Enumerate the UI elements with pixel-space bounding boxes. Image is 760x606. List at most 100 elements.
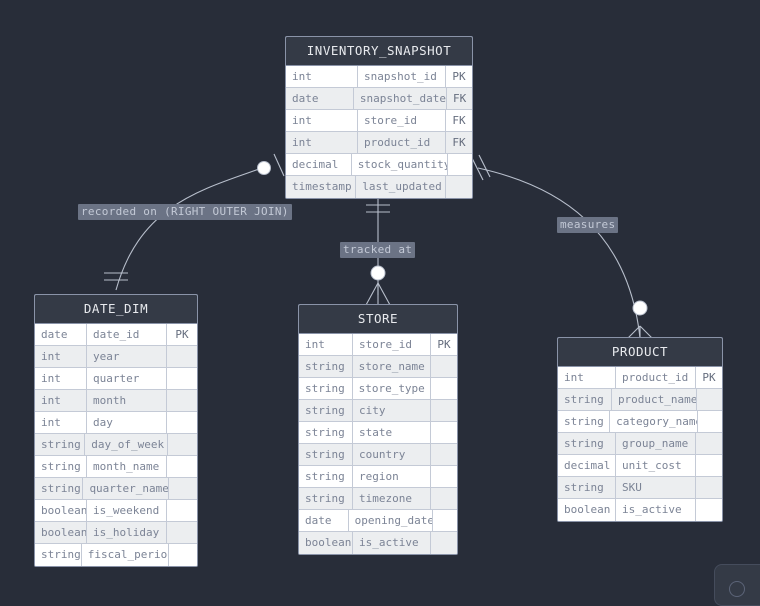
zoom-button-icon[interactable] (729, 581, 745, 597)
table-row[interactable]: int store_id PK (299, 334, 457, 356)
attr-type: int (558, 367, 616, 388)
attr-key (167, 522, 197, 543)
attr-name: region (353, 466, 431, 487)
attr-key (696, 499, 722, 521)
table-row[interactable]: string group_name (558, 433, 722, 455)
attr-key (431, 488, 457, 509)
table-row[interactable]: string category_name (558, 411, 722, 433)
attr-type: decimal (286, 154, 352, 175)
attr-key (431, 532, 457, 554)
table-row[interactable]: int year (35, 346, 197, 368)
zoom-controls-panel[interactable] (714, 564, 760, 606)
edge-measures (477, 167, 641, 339)
entity-title-date-dim: DATE_DIM (35, 295, 197, 324)
attr-key (167, 412, 197, 433)
table-row[interactable]: boolean is_active (558, 499, 722, 521)
table-row[interactable]: date date_id PK (35, 324, 197, 346)
attr-type: boolean (558, 499, 616, 521)
attr-name: stock_quantity (352, 154, 448, 175)
attr-key: PK (452, 70, 466, 83)
table-row[interactable]: string state (299, 422, 457, 444)
table-row[interactable]: int quarter (35, 368, 197, 390)
attr-name: snapshot_id (358, 66, 446, 87)
attr-key (448, 154, 473, 175)
table-row[interactable]: string SKU (558, 477, 722, 499)
table-row[interactable]: string region (299, 466, 457, 488)
entity-inventory-snapshot[interactable]: INVENTORY_SNAPSHOT int snapshot_id PK da… (285, 36, 473, 199)
table-row[interactable]: string timezone (299, 488, 457, 510)
table-row[interactable]: date opening_date (299, 510, 457, 532)
attr-name: category_name (610, 411, 698, 432)
attr-key (696, 477, 722, 498)
attr-key (446, 176, 472, 198)
attr-key (696, 433, 722, 454)
marker-exactly-one-inventory-right (471, 154, 491, 181)
table-row[interactable]: string city (299, 400, 457, 422)
attr-key (169, 544, 197, 566)
table-row[interactable]: int month (35, 390, 197, 412)
table-row[interactable]: int store_id FK (286, 110, 472, 132)
attr-name: state (353, 422, 431, 443)
table-row[interactable]: int product_id FK (286, 132, 472, 154)
table-row[interactable]: int day (35, 412, 197, 434)
table-row[interactable]: string product_name (558, 389, 722, 411)
attr-type: string (299, 356, 353, 377)
attr-name: year (87, 346, 167, 367)
attr-type: int (286, 110, 358, 131)
table-row[interactable]: date snapshot_date FK (286, 88, 472, 110)
attr-name: product_id (616, 367, 696, 388)
attr-name: store_name (353, 356, 432, 377)
attr-type: int (35, 412, 87, 433)
marker-zero-or-one-inventory-left (273, 153, 285, 177)
table-row[interactable]: string quarter_name (35, 478, 197, 500)
table-row[interactable]: decimal stock_quantity (286, 154, 472, 176)
attr-name: store_id (358, 110, 446, 131)
entity-date-dim[interactable]: DATE_DIM date date_id PK int year int qu… (34, 294, 198, 567)
attr-key (431, 466, 457, 487)
attr-type: date (35, 324, 87, 345)
table-row[interactable]: string store_type (299, 378, 457, 400)
table-row[interactable]: string store_name (299, 356, 457, 378)
entity-product[interactable]: PRODUCT int product_id PK string product… (557, 337, 723, 522)
table-row[interactable]: string country (299, 444, 457, 466)
attr-key (696, 455, 722, 476)
attr-type: string (35, 544, 82, 566)
attr-type: int (286, 66, 358, 87)
attr-key (697, 389, 722, 410)
attr-name: group_name (616, 433, 696, 454)
edge-label-measures[interactable]: measures (557, 217, 619, 233)
attr-type: string (558, 411, 611, 432)
attr-type: string (299, 466, 353, 487)
attr-type: boolean (35, 522, 87, 543)
table-row[interactable]: boolean is_holiday (35, 522, 197, 544)
table-row[interactable]: timestamp last_updated (286, 176, 472, 198)
attr-name: quarter_name (83, 478, 169, 499)
attr-name: month (87, 390, 167, 411)
table-row[interactable]: int product_id PK (558, 367, 722, 389)
entity-store[interactable]: STORE int store_id PK string store_name … (298, 304, 458, 555)
attr-key: FK (452, 136, 466, 149)
attr-key (433, 510, 457, 531)
table-row[interactable]: string fiscal_period (35, 544, 197, 566)
edge-label-recorded-on[interactable]: recorded on (RIGHT OUTER JOIN) (78, 204, 292, 220)
attr-type: string (299, 400, 353, 421)
table-row[interactable]: boolean is_active (299, 532, 457, 554)
attr-key (167, 500, 197, 521)
attr-type: string (299, 488, 353, 509)
table-row[interactable]: decimal unit_cost (558, 455, 722, 477)
table-row[interactable]: boolean is_weekend (35, 500, 197, 522)
attr-name: is_active (353, 532, 431, 554)
attr-key (168, 434, 197, 455)
edge-label-tracked-at[interactable]: tracked at (340, 242, 416, 258)
attr-key (431, 356, 457, 377)
attr-key (431, 422, 457, 443)
table-row[interactable]: int snapshot_id PK (286, 66, 472, 88)
attr-name: day (87, 412, 167, 433)
attr-type: date (299, 510, 349, 531)
attr-type: string (558, 389, 612, 410)
attr-key (167, 346, 197, 367)
attr-type: timestamp (286, 176, 357, 198)
table-row[interactable]: string day_of_week (35, 434, 197, 456)
table-row[interactable]: string month_name (35, 456, 197, 478)
